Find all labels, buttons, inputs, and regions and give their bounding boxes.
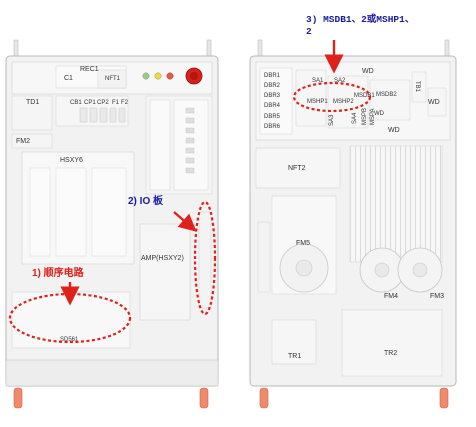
label-fm3: FM3 [430,293,444,300]
label-rec1: REC1 [80,66,99,73]
msdb-mshp-highlight [292,81,372,113]
label-f1: F1 [112,100,120,106]
label-nft1: NFT1 [105,76,121,82]
nft1-block [97,69,127,89]
indicator-light-1 [142,72,150,80]
tb1-block [411,71,427,103]
sa-module [295,69,327,127]
label-dbr2: DBR2 [264,83,281,89]
fm5-fan-hub [295,259,313,277]
indicator-light-3 [166,72,174,80]
connector-strip [185,107,195,174]
label-tr2: TR2 [384,350,397,357]
label-mshp1: MSHP1 [307,99,328,105]
label-mspb: MSPB [362,108,368,125]
label-fm2: FM2 [16,138,30,145]
fuse-f2 [118,107,126,123]
emergency-stop-ring [190,72,198,80]
label-dbr3: DBR3 [264,93,281,99]
label-msdb1: MSDB1 [354,93,375,99]
msdb-mshp-annotation-cont: 2 [306,26,312,37]
label-wd-bottom: WD [388,127,400,134]
label-sa3: SA3 [329,114,335,126]
label-cp1: CP1 [84,100,96,106]
breaker-cp1 [89,107,98,123]
label-hsxy6: HSXY6 [60,157,83,164]
right-cabinet: DBR1 DBR2 DBR3 DBR4 DBR5 DBR6 WD SA1 SA2… [249,13,457,409]
label-amp: AMP(HSXY2) [141,255,184,262]
label-dbr4: DBR4 [264,103,281,109]
side-bracket [257,221,271,293]
io-board-slot [198,211,212,309]
fm2-block [11,133,53,149]
upper-module-card-1 [149,99,171,191]
label-msdb2: MSDB2 [376,92,397,98]
label-wd-right: WD [428,99,440,106]
left-cabinet-base [5,359,219,387]
label-sa1: SA1 [312,78,324,84]
dbr-column [259,67,293,135]
label-mshp2: MSHP2 [333,99,354,105]
heatsink-grille [349,145,443,263]
tr2-block [341,309,443,377]
nft2-block [255,147,341,189]
msdb-mshp-annotation: 3) MSDB1、2或MSHP1、 [306,13,414,25]
upper-module-card-2 [173,99,209,191]
label-dbr1: DBR1 [264,73,281,79]
io-board-annotation: 2) IO 板 [128,194,164,207]
hsxy6-card-mid [55,167,87,257]
tr1-block [271,319,317,365]
label-tr1: TR1 [288,353,301,360]
label-sd561: SD561 [60,337,79,343]
breaker-cp2 [99,107,108,123]
label-c1: C1 [64,75,73,82]
label-cb1: CB1 [70,100,82,106]
msdb2-module [369,79,411,121]
breaker-cb1 [79,107,88,123]
label-sa2: SA2 [334,78,346,84]
hsxy6-card-left [29,167,51,257]
io-board-highlight [193,200,217,316]
wd-right-block [427,87,447,117]
right-wheel-1 [259,387,269,409]
label-fm5: FM5 [296,240,310,247]
label-f2: F2 [121,100,129,106]
label-dbr5: DBR5 [264,114,281,120]
label-wd-top: WD [362,68,374,75]
right-wheel-2 [439,387,449,409]
label-cp2: CP2 [97,100,109,106]
left-wheel-1 [13,387,23,409]
fm3-fan-hub [412,262,428,278]
td1-block [11,95,53,131]
hsxy6-card-right [91,167,127,257]
sequence-circuit-annotation: 1) 顺序电路 [32,266,85,279]
label-fm4: FM4 [384,293,398,300]
label-sa4: SA4 [352,112,358,124]
label-tb1: TB1 [414,81,420,93]
amp-hsxy2-block [139,223,191,321]
label-td1: TD1 [26,99,39,106]
fm4-fan-hub [374,262,390,278]
fuse-f1 [109,107,117,123]
left-wheel-2 [199,387,209,409]
label-dbr6: DBR6 [264,124,281,130]
left-cabinet: REC1 C1 NFT1 TD1 CB1 CP1 CP2 F1 F2 FM2 H… [5,39,219,409]
indicator-light-2 [154,72,162,80]
label-mspa: MSPA [370,108,376,125]
sequence-circuit-highlight [8,292,132,344]
io-board-arrow [173,211,197,232]
label-nft2: NFT2 [288,165,306,172]
label-wd-mid: WD [374,111,385,117]
